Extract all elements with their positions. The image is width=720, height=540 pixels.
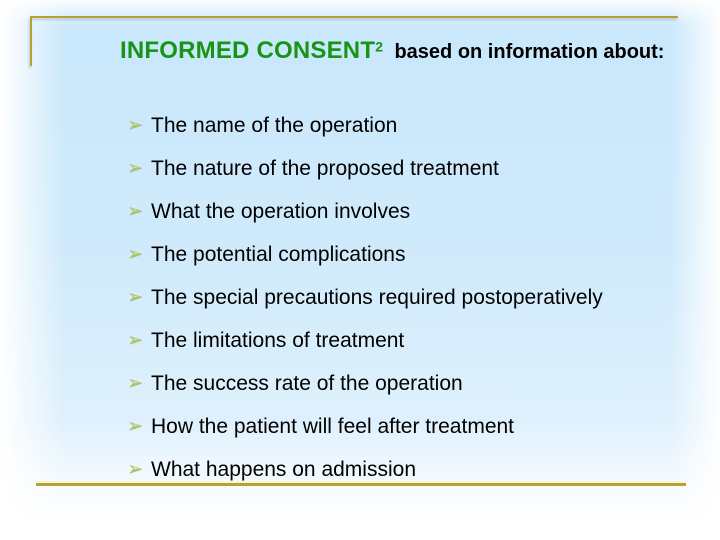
list-item-text: What the operation involves <box>151 199 411 223</box>
list-item: ➢ How the patient will feel after treatm… <box>127 405 687 448</box>
list-item-text: The potential complications <box>151 242 406 266</box>
arrow-bullet-icon: ➢ <box>127 244 143 265</box>
arrow-bullet-icon: ➢ <box>127 201 143 222</box>
arrow-bullet-icon: ➢ <box>127 416 143 437</box>
arrow-bullet-icon: ➢ <box>127 373 143 394</box>
list-item: ➢ The limitations of treatment <box>127 319 687 362</box>
arrow-bullet-icon: ➢ <box>127 330 143 351</box>
arrow-bullet-icon: ➢ <box>127 459 143 480</box>
slide-title: INFORMED CONSENT2 based on information a… <box>120 37 665 64</box>
list-item-text: The success rate of the operation <box>151 371 463 395</box>
arrow-bullet-icon: ➢ <box>127 158 143 179</box>
arrow-bullet-icon: ➢ <box>127 115 143 136</box>
top-border-line <box>30 16 678 66</box>
list-item-text: What happens on admission <box>151 457 416 481</box>
list-item: ➢ The nature of the proposed treatment <box>127 147 687 190</box>
title-suffix-text: based on information about: <box>394 41 665 63</box>
bullet-list: ➢ The name of the operation ➢ The nature… <box>127 104 687 491</box>
bottom-border-line <box>36 483 686 486</box>
list-item-text: How the patient will feel after treatmen… <box>151 414 515 438</box>
list-item-text: The nature of the proposed treatment <box>151 156 499 180</box>
list-item-text: The limitations of treatment <box>151 328 405 352</box>
list-item: ➢ The name of the operation <box>127 104 687 147</box>
arrow-bullet-icon: ➢ <box>127 287 143 308</box>
list-item-text: The special precautions required postope… <box>151 285 603 309</box>
list-item-text: The name of the operation <box>151 113 398 137</box>
list-item: ➢ What the operation involves <box>127 190 687 233</box>
list-item: ➢ The potential complications <box>127 233 687 276</box>
title-superscript: 2 <box>375 38 383 55</box>
list-item: ➢ The success rate of the operation <box>127 362 687 405</box>
title-main-text: INFORMED CONSENT <box>120 37 376 64</box>
list-item: ➢ The special precautions required posto… <box>127 276 687 319</box>
list-item: ➢ What happens on admission <box>127 448 687 491</box>
